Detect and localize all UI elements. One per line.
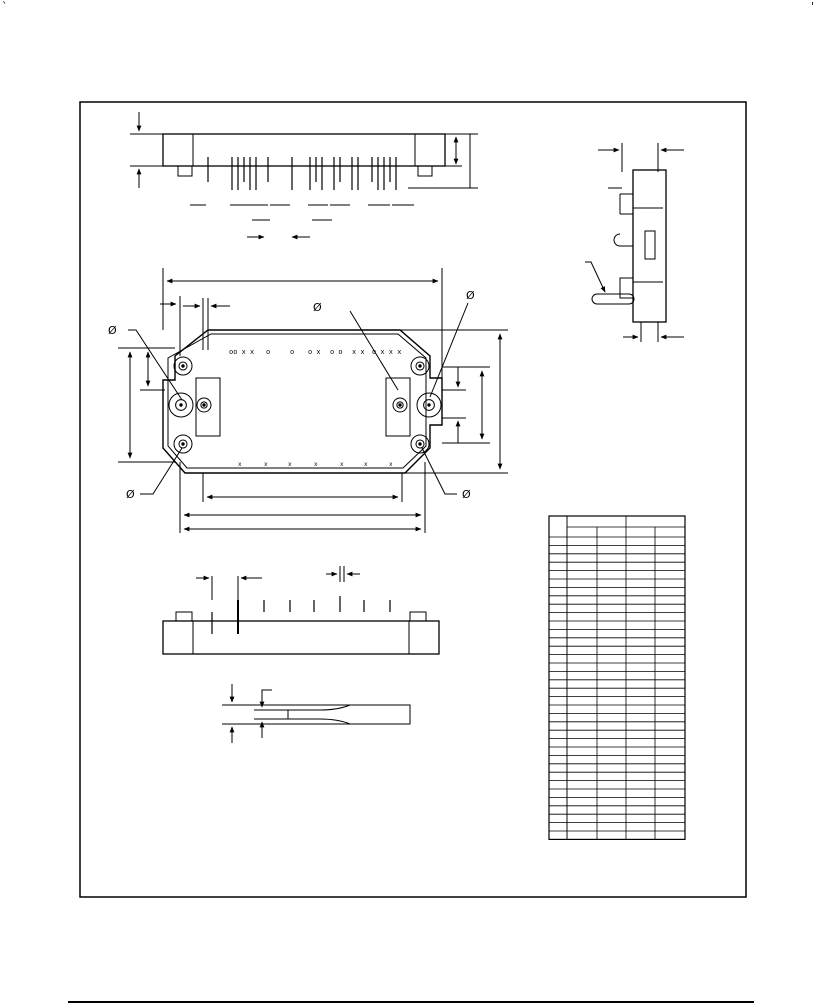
mounting-hole-inner [396,401,404,409]
diameter-label: Ø [108,324,117,337]
page-footer-rule [68,1001,754,1003]
pin-mark-top: o o [330,349,343,357]
pin-mark-top: o [290,349,294,357]
side-view-top-pins [207,157,397,190]
mounting-hole-inner [200,401,208,409]
hole-center [418,442,422,446]
end-view [585,143,684,342]
mounting-hole [410,356,430,376]
mounting-hole-inner [423,399,435,411]
mounting-holes [168,356,442,454]
mounting-hole [173,356,193,376]
pin-table-border [548,515,686,840]
pin-mark-bottom: x [264,461,268,468]
drawing-frame [79,101,747,898]
hole-center [427,403,431,407]
hole-center [181,442,185,446]
plan-view: oo x x o o o x o o x x o x x x x x x x x x x [118,268,508,533]
hole-center [181,364,185,368]
mounting-hole [173,434,193,454]
pin-mark-bottom: x [288,461,292,468]
corner-mark-right: ' [810,0,814,13]
pin-mark-bottom: x [389,461,393,468]
side-view-top-body [162,133,446,167]
hole-center [202,403,206,407]
hole-center [398,403,402,407]
pin-mark-bottom: x [340,461,344,468]
pin-mark-bottom: x [314,461,318,468]
pin-mark-bottom: x [238,461,242,468]
diameter-labels: Ø Ø Ø Ø Ø [108,289,475,501]
side-view-top [130,112,478,240]
mounting-hole-inner [415,439,425,449]
pin-mark-top: o x x x [372,349,401,357]
hole-center [179,403,183,407]
pin-mark-top: o x [308,349,321,357]
pin-pitch-dimensions [190,204,414,240]
mounting-hole-inner [415,361,425,371]
pin-mark-top: o [266,349,270,357]
mounting-hole-inner [178,439,188,449]
pin-mark-bottom: x [364,461,368,468]
mounting-hole [410,434,430,454]
hole-center [418,364,422,368]
mounting-hole-inner [175,399,187,411]
pin-table [548,515,686,840]
diameter-label: Ø [462,488,471,501]
pin-marks-top-row: oo x x o o o x o o x x o x x x [229,349,401,357]
diameter-label: Ø [126,488,135,501]
mounting-hole [392,397,408,413]
corner-mark-left: ` [2,0,8,13]
pin-mark-top: oo x x [229,349,254,357]
diameter-label: Ø [466,289,475,302]
side-view-bottom [162,566,440,655]
mounting-hole [196,397,212,413]
pin-mark-top: x x [352,349,365,357]
side-view-bottom-pins [211,596,391,634]
diameter-label: Ø [313,301,322,314]
mounting-hole [416,392,442,418]
pin-detail [222,684,411,743]
mounting-hole [168,392,194,418]
mounting-hole-inner [178,361,188,371]
